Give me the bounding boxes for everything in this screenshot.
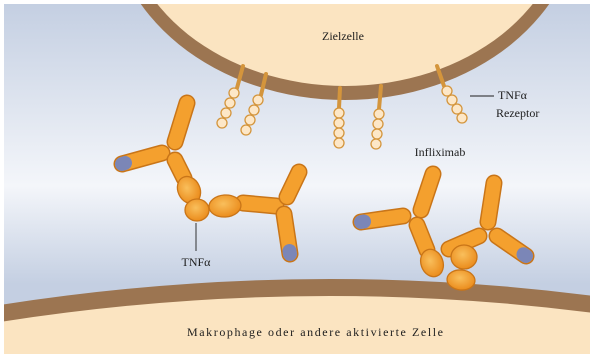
receptor-domain bbox=[334, 118, 344, 128]
target-cell-label: Zielzelle bbox=[322, 29, 364, 43]
tnf-alpha-subunit bbox=[185, 199, 209, 221]
receptor-domain bbox=[249, 105, 259, 115]
antibody-stem-body bbox=[417, 225, 427, 250]
antibody-fab-arm bbox=[421, 174, 433, 210]
antibody-fc-stem bbox=[243, 203, 276, 206]
receptor-label-line-2: Rezeptor bbox=[496, 106, 539, 120]
receptor-domain bbox=[334, 108, 344, 118]
receptor-domain bbox=[447, 95, 457, 105]
receptor-domain bbox=[229, 88, 239, 98]
antigen-binding-tip bbox=[524, 254, 527, 256]
antibody-stem-body bbox=[243, 203, 276, 206]
tnf-alpha-subunit bbox=[451, 245, 477, 269]
receptor-label-line-1: TNFα bbox=[498, 88, 528, 102]
antibody-fab-arm bbox=[284, 214, 290, 254]
receptor-domain bbox=[217, 118, 227, 128]
receptor-domain bbox=[245, 115, 255, 125]
receptor-domain bbox=[442, 86, 452, 96]
antibody-stem-body bbox=[175, 160, 184, 178]
antibody-fab-arm bbox=[122, 153, 162, 164]
receptor-stalk bbox=[379, 86, 381, 109]
receptor-domain bbox=[371, 139, 381, 149]
receptor-domain bbox=[373, 119, 383, 129]
receptor-domain bbox=[241, 125, 251, 135]
antibody-fab-arm bbox=[287, 172, 299, 197]
antibody-label: Infliximab bbox=[415, 145, 466, 159]
receptor-stalk bbox=[339, 88, 340, 108]
antibody-fc-stem bbox=[175, 160, 184, 178]
antigen-binding-tip bbox=[122, 163, 125, 164]
receptor-domain bbox=[452, 104, 462, 114]
antibody-fab-arm bbox=[175, 103, 187, 142]
receptor-domain bbox=[334, 128, 344, 138]
antibody-fc-stem bbox=[417, 225, 427, 250]
receptor-domain bbox=[221, 108, 231, 118]
receptor-domain bbox=[374, 109, 384, 119]
receptor-domain bbox=[225, 98, 235, 108]
antigen-binding-tip bbox=[361, 222, 364, 223]
receptor-domain bbox=[457, 113, 467, 123]
tnf-label: TNFα bbox=[182, 255, 212, 269]
receptor-domain bbox=[253, 95, 263, 105]
antibody-arm-body bbox=[488, 183, 494, 222]
receptor-domain bbox=[334, 138, 344, 148]
antibody-fab-arm bbox=[361, 216, 403, 222]
receptor-domain bbox=[372, 129, 382, 139]
antigen-binding-tip bbox=[290, 251, 291, 254]
antibody-fab-arm bbox=[488, 183, 494, 222]
